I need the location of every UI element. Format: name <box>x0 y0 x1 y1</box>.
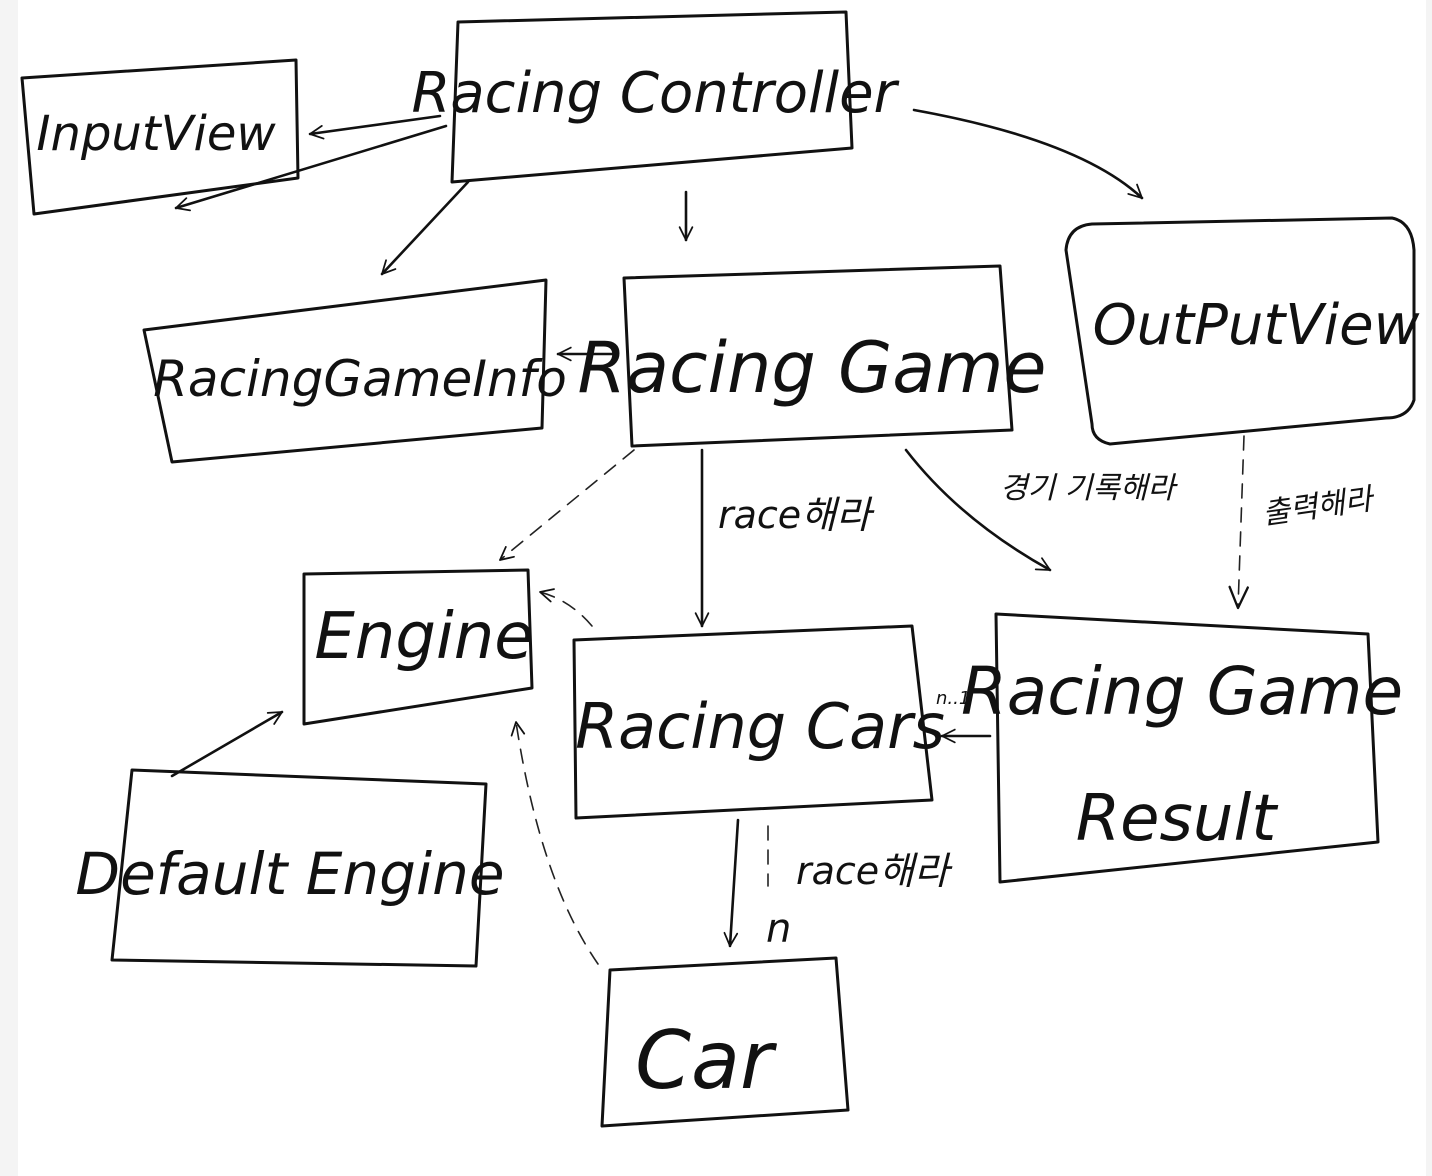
defaultengine-to-engine-arrow <box>170 710 284 778</box>
controller-to-inputview-arrow <box>308 114 442 140</box>
input-view-box <box>20 58 300 216</box>
engine-box <box>302 568 534 726</box>
output-view-box <box>1064 216 1416 446</box>
input-view-label: InputView <box>36 106 276 162</box>
default-engine-box <box>110 768 488 968</box>
racinggame-to-result-arrow <box>904 448 1052 572</box>
racing-cars-label: Racing Cars <box>575 690 945 763</box>
racing-game-box <box>622 264 1014 448</box>
racingcars-to-engine-dashed-arrow <box>539 588 593 627</box>
default-engine-label: Default Engine <box>75 840 504 908</box>
racing-game-result-label-line1: Racing Game <box>961 653 1403 730</box>
car-label: Car <box>635 1014 778 1107</box>
game-to-cars-label: race해라 <box>718 493 875 537</box>
racing-cars-box <box>572 624 934 820</box>
cars-to-car-label: race해라 <box>796 849 953 893</box>
racinggame-to-engine-dashed-arrow <box>499 449 635 561</box>
racingcars-to-car-arrow <box>723 818 740 948</box>
racing-controller-box <box>450 10 854 184</box>
car-to-engine-dashed-arrow <box>510 721 599 965</box>
racing-game-info-label: RacingGameInfo <box>153 350 567 408</box>
cars-to-car-multiplicity: n <box>766 906 791 952</box>
game-to-result-label: 경기 기록해라 <box>1000 471 1179 506</box>
controller-to-outputview-arrow <box>912 108 1144 200</box>
output-view-label: OutPutView <box>1093 293 1420 358</box>
engine-label: Engine <box>314 600 533 674</box>
racing-game-label: Racing Game <box>578 327 1047 409</box>
output-to-result-label: 출력해라 <box>1260 481 1378 531</box>
racing-game-info-box <box>142 278 548 464</box>
racing-game-result-label-line2: Result <box>1076 782 1280 856</box>
racing-controller-label: Racing Controller <box>411 61 899 126</box>
paper-background <box>18 0 1426 1176</box>
outputview-to-result-dashed-arrow <box>1228 435 1249 610</box>
controller-to-inputview-arrow-2 <box>174 124 448 212</box>
controller-to-gameinfo-arrow <box>380 180 470 276</box>
car-box <box>600 956 850 1128</box>
racing-game-result-box <box>994 612 1380 884</box>
result-to-cars-multiplicity: n..1 <box>936 688 970 709</box>
